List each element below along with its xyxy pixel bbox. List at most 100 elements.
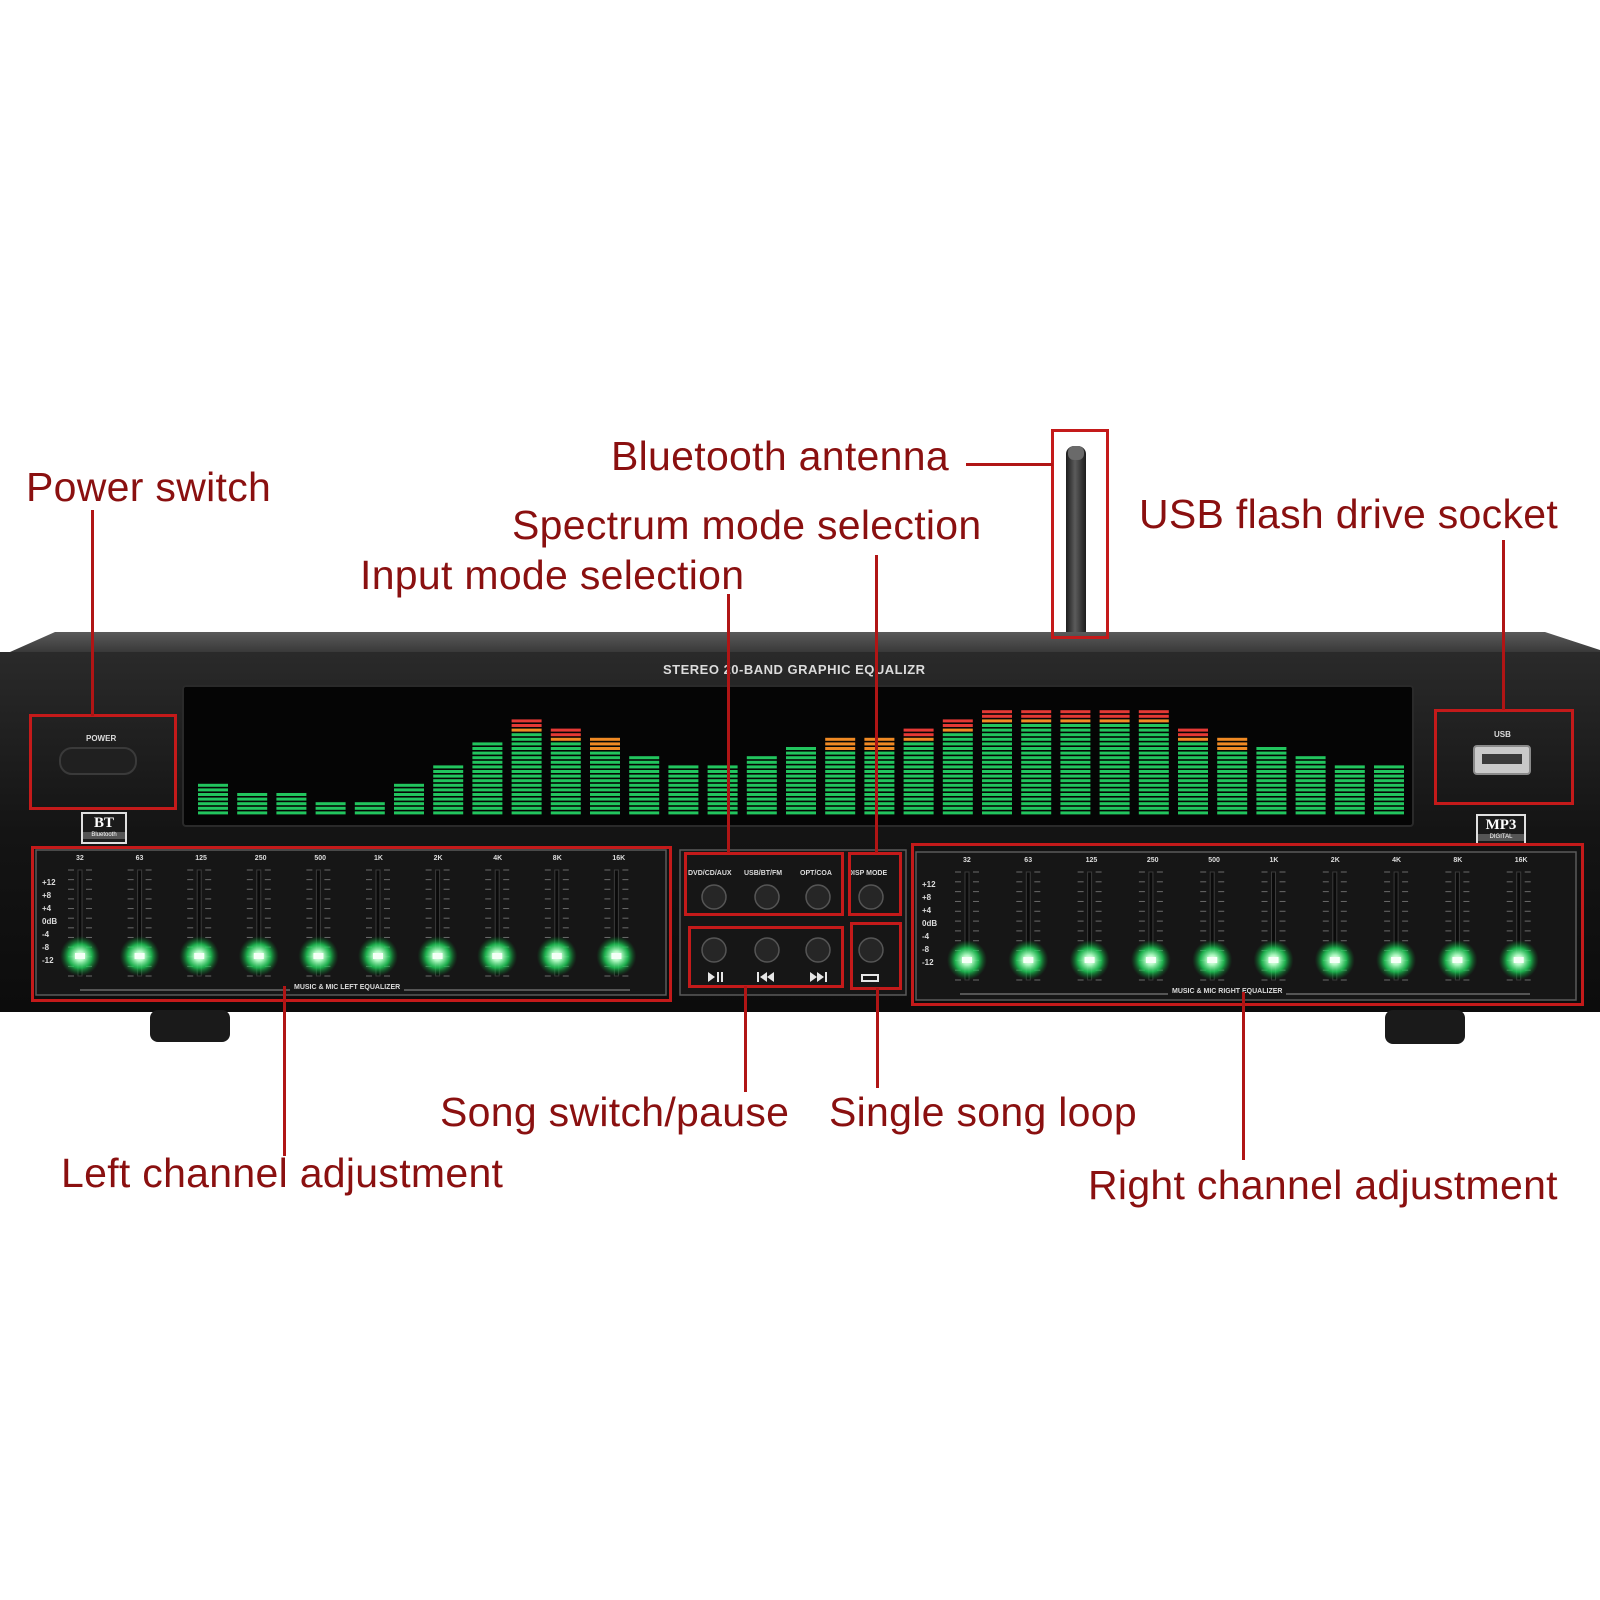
leader-right-eq xyxy=(1242,992,1245,1160)
spectrum-bar xyxy=(629,756,660,815)
callout-left-channel: Left channel adjustment xyxy=(61,1150,504,1196)
band-label: 16K xyxy=(1514,857,1528,864)
eq-slider[interactable] xyxy=(179,869,220,977)
db-scale-label: -12 xyxy=(42,956,54,965)
eq-slider[interactable] xyxy=(60,869,100,977)
spectrum-bar xyxy=(394,783,424,815)
eq-slider[interactable] xyxy=(1437,871,1478,981)
eq-slider[interactable] xyxy=(298,869,339,977)
spectrum-bar xyxy=(1295,756,1326,815)
eq-slider[interactable] xyxy=(596,869,637,977)
bt-badge-text: BT xyxy=(93,815,114,831)
input-mode-buttons[interactable] xyxy=(701,884,831,910)
highlight-usb xyxy=(1434,709,1574,805)
eq-slider[interactable] xyxy=(477,869,518,977)
band-label: 8K xyxy=(552,855,562,862)
callout-right-channel: Right channel adjustment xyxy=(1088,1162,1558,1208)
eq-slider[interactable] xyxy=(1314,871,1355,981)
band-label: 250 xyxy=(1146,857,1159,864)
spectrum-bar xyxy=(354,802,385,815)
mp3-badge-sub: DIGITAL xyxy=(1478,834,1524,841)
callout-single-loop: Single song loop xyxy=(829,1089,1137,1135)
db-scale-label: -8 xyxy=(42,943,50,952)
spectrum-bar xyxy=(237,793,268,815)
next-icon xyxy=(810,972,817,982)
db-scale-label: +12 xyxy=(42,878,56,887)
eq-slider[interactable] xyxy=(119,869,160,977)
leader-left-eq xyxy=(283,986,286,1156)
db-scale-label: +4 xyxy=(922,906,932,915)
spectrum-bar xyxy=(1334,765,1365,815)
spectrum-bar xyxy=(786,747,816,815)
play-pause-button[interactable] xyxy=(701,937,727,963)
band-label: 125 xyxy=(195,855,207,862)
leader-power-switch xyxy=(91,510,94,716)
mp3-badge-text: MP3 xyxy=(1485,817,1517,833)
highlight-right-eq xyxy=(911,843,1584,1006)
left-eq-caption: MUSIC & MIC LEFT EQUALIZER xyxy=(290,984,405,991)
db-scale-label: 0dB xyxy=(922,919,938,928)
input-label-usb: USB/BT/FM xyxy=(744,870,783,877)
leader-spectrum-mode xyxy=(875,555,878,853)
highlight-left-eq xyxy=(31,846,672,1002)
spectrum-bar xyxy=(315,802,346,815)
spectrum-bar xyxy=(903,728,934,815)
band-label: 1K xyxy=(1269,857,1279,864)
db-scale-label: 0dB xyxy=(42,917,58,926)
eq-slider[interactable] xyxy=(1069,871,1110,981)
eq-slider[interactable] xyxy=(947,871,987,981)
eq-slider[interactable] xyxy=(1253,871,1294,981)
eq-slider[interactable] xyxy=(1008,871,1049,981)
db-scale-label: -4 xyxy=(922,932,930,941)
eq-slider[interactable] xyxy=(238,869,279,977)
previous-track-button[interactable] xyxy=(754,937,780,963)
band-label: 500 xyxy=(1208,857,1220,864)
band-label: 1K xyxy=(374,855,383,862)
band-label: 8K xyxy=(1453,857,1463,864)
eq-slider[interactable] xyxy=(1376,871,1417,981)
spectrum-bar xyxy=(1178,728,1208,815)
callout-song-switch: Song switch/pause xyxy=(440,1089,790,1135)
eq-slider[interactable] xyxy=(1130,871,1171,981)
db-scale-label: +4 xyxy=(42,904,52,913)
eq-slider[interactable] xyxy=(1498,871,1539,981)
leader-single-loop xyxy=(876,988,879,1088)
band-label: 32 xyxy=(76,855,84,862)
highlight-power-switch xyxy=(29,714,177,810)
spectrum-bar xyxy=(1099,710,1130,815)
spectrum-bar xyxy=(511,719,542,815)
power-label: POWER xyxy=(86,734,117,743)
disp-mode-button[interactable] xyxy=(858,884,884,910)
power-switch-button[interactable] xyxy=(59,747,137,775)
prev-icon xyxy=(757,972,759,982)
eq-slider[interactable] xyxy=(536,869,577,977)
input-dvd-cd-aux-button[interactable] xyxy=(701,884,727,910)
db-scale-label: -8 xyxy=(922,945,930,954)
eq-slider[interactable] xyxy=(358,869,398,977)
band-label: 2K xyxy=(433,855,443,862)
callout-spectrum-mode: Spectrum mode selection xyxy=(512,502,982,548)
db-scale-label: -12 xyxy=(922,958,934,967)
loop-button[interactable] xyxy=(858,937,884,963)
spectrum-bar xyxy=(276,793,307,815)
callout-input-mode: Input mode selection xyxy=(360,552,745,598)
spectrum-bar xyxy=(550,728,581,815)
input-usb-bt-fm-button[interactable] xyxy=(754,884,780,910)
spectrum-bar xyxy=(1374,765,1404,815)
input-opt-coa-button[interactable] xyxy=(805,884,831,910)
callout-usb-socket: USB flash drive socket xyxy=(1139,491,1559,537)
left-eq-sliders[interactable] xyxy=(60,869,637,977)
song-control-buttons[interactable] xyxy=(701,937,831,963)
eq-slider[interactable] xyxy=(1192,871,1233,981)
spectrum-bar xyxy=(1138,710,1169,815)
spectrum-bar xyxy=(864,737,895,815)
leader-input-mode xyxy=(727,594,730,853)
bt-badge: BT Bluetooth xyxy=(81,812,127,844)
right-eq-sliders[interactable] xyxy=(947,871,1539,981)
eq-slider[interactable] xyxy=(417,869,458,977)
input-label-dvd: DVD/CD/AUX xyxy=(688,870,732,877)
next-track-button[interactable] xyxy=(805,937,831,963)
spectrum-bar xyxy=(668,765,699,815)
band-label: 16K xyxy=(612,855,626,862)
